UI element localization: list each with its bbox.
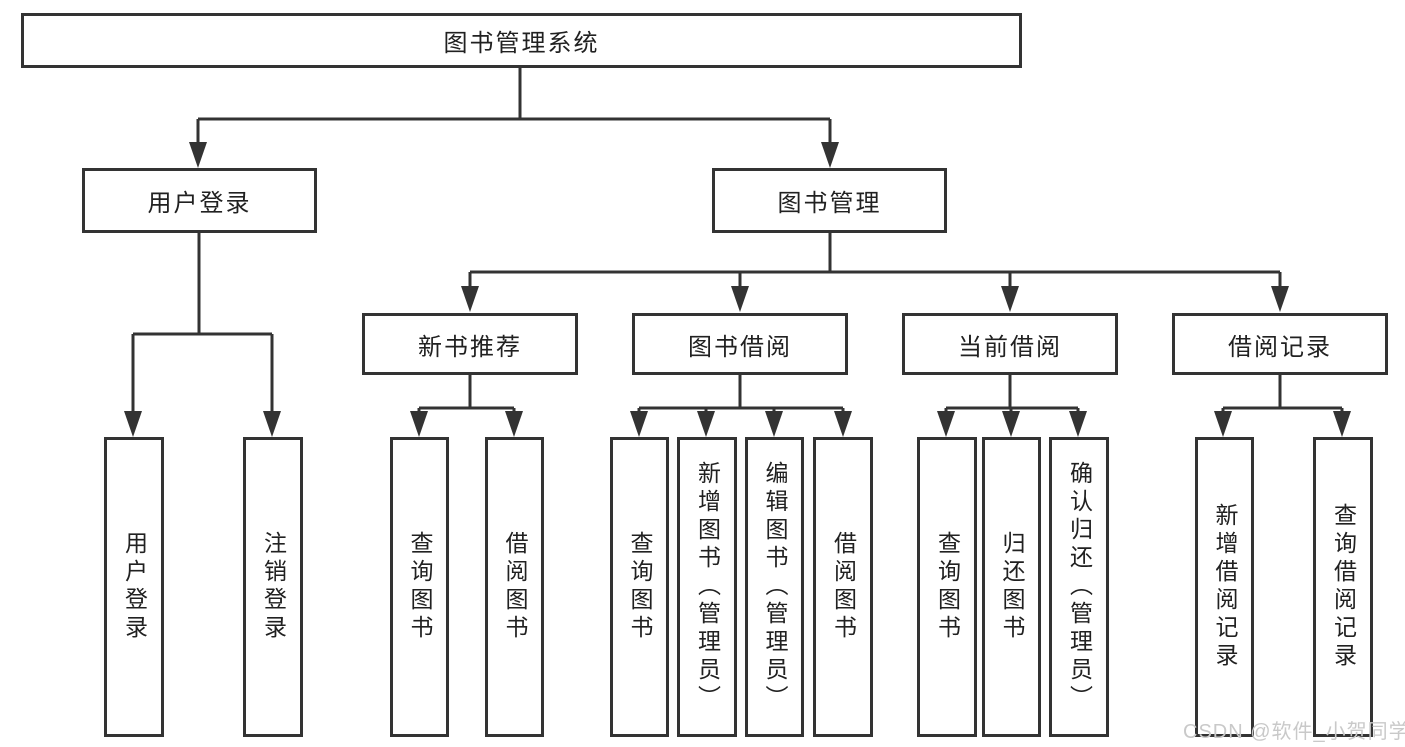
leaf-borrow-add-books-admin: 新增图书（管理员） bbox=[677, 437, 737, 737]
leaf-current-confirm-return-admin: 确认归还（管理员） bbox=[1049, 437, 1109, 737]
node-book-borrow: 图书借阅 bbox=[632, 313, 848, 375]
leaf-borrow-edit-books-admin: 编辑图书（管理员） bbox=[745, 437, 804, 737]
node-user-login: 用户登录 bbox=[82, 168, 317, 233]
node-library-system: 图书管理系统 bbox=[21, 13, 1022, 68]
leaf-borrow-query-books: 查询图书 bbox=[610, 437, 669, 737]
csdn-watermark: CSDN @软件_小贺同学 bbox=[1183, 721, 1405, 743]
node-new-book-recommend: 新书推荐 bbox=[362, 313, 578, 375]
leaf-newbook-borrow-books: 借阅图书 bbox=[485, 437, 544, 737]
node-book-management: 图书管理 bbox=[712, 168, 947, 233]
node-current-borrow: 当前借阅 bbox=[902, 313, 1118, 375]
leaf-records-query-record: 查询借阅记录 bbox=[1313, 437, 1373, 737]
leaf-user-login: 用户登录 bbox=[104, 437, 164, 737]
leaf-current-query-books: 查询图书 bbox=[917, 437, 977, 737]
leaf-current-return-books: 归还图书 bbox=[982, 437, 1041, 737]
arrowheads bbox=[124, 142, 1351, 437]
leaf-borrow-borrow-books: 借阅图书 bbox=[813, 437, 873, 737]
leaf-logout: 注销登录 bbox=[243, 437, 303, 737]
node-borrow-records: 借阅记录 bbox=[1172, 313, 1388, 375]
leaf-newbook-query-books: 查询图书 bbox=[390, 437, 449, 737]
leaf-records-add-record: 新增借阅记录 bbox=[1195, 437, 1254, 737]
